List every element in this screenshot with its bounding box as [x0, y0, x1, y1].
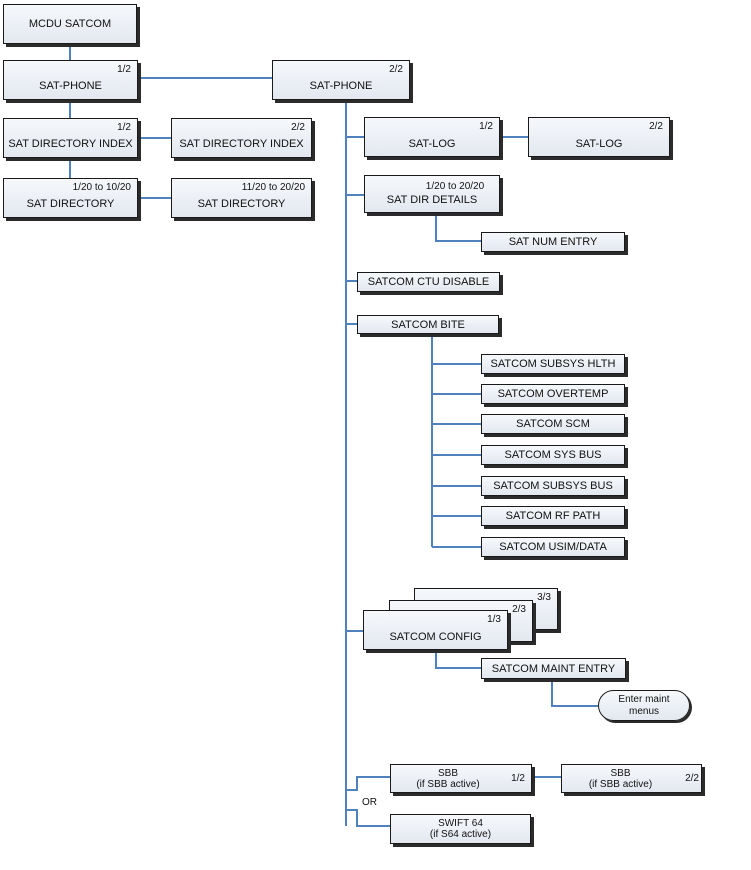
- satcom-bite-label: SATCOM BITE: [391, 318, 465, 331]
- connector-trunk-sbb: [346, 776, 390, 791]
- sat-log-2-label: SAT-LOG: [575, 138, 623, 150]
- sbb-2-page: 2/2: [685, 773, 699, 784]
- satcom-rf-path-box: SATCOM RF PATH: [481, 506, 625, 526]
- satcom-rf-path-label: SATCOM RF PATH: [505, 510, 601, 522]
- swift64-box: SWIFT 64 (if S64 active): [390, 814, 531, 844]
- sat-dir-index-2-box: 2/2 SAT DIRECTORY INDEX: [171, 118, 312, 158]
- sat-dir-index-1-box: 1/2 SAT DIRECTORY INDEX: [3, 118, 138, 158]
- sat-phone-2-label: SAT-PHONE: [309, 80, 373, 92]
- sat-directory-1-page: 1/20 to 10/20: [72, 182, 131, 193]
- sbb-1-box: 1/2 SBB (if SBB active): [390, 764, 532, 793]
- sat-phone-1-box: 1/2 SAT-PHONE: [3, 60, 138, 100]
- sat-phone-2-page: 2/2: [389, 64, 403, 75]
- sat-phone-2-box: 2/2 SAT-PHONE: [272, 60, 410, 100]
- sat-directory-2-label: SAT DIRECTORY: [197, 198, 286, 210]
- satcom-bite-box: SATCOM BITE: [357, 315, 499, 334]
- satcom-overtemp-box: SATCOM OVERTEMP: [481, 384, 625, 404]
- sbb-1-page: 1/2: [511, 773, 525, 784]
- satcom-scm-box: SATCOM SCM: [481, 414, 625, 434]
- satcom-subsys-hlth-box: SATCOM SUBSYS HLTH: [481, 354, 625, 374]
- enter-maint-menus-pill: Enter maint menus: [598, 690, 690, 721]
- satcom-usim-data-box: SATCOM USIM/DATA: [481, 537, 625, 557]
- swift64-line2: (if S64 active): [429, 829, 492, 840]
- sat-dir-details-label: SAT DIR DETAILS: [386, 194, 478, 206]
- satcom-ctu-disable-box: SATCOM CTU DISABLE: [357, 272, 500, 292]
- satcom-config-1-page: 1/3: [487, 614, 501, 625]
- satcom-subsys-bus-label: SATCOM SUBSYS BUS: [493, 480, 613, 492]
- connector-maintentry-entermaint: [551, 679, 598, 707]
- or-label: OR: [362, 797, 377, 808]
- satcom-subsys-bus-box: SATCOM SUBSYS BUS: [481, 476, 625, 496]
- sat-num-entry-box: SAT NUM ENTRY: [481, 232, 625, 252]
- sbb-2-line1: SBB: [610, 767, 631, 779]
- sbb-1-line2: (if SBB active): [416, 778, 480, 790]
- sat-directory-2-page: 11/20 to 20/20: [241, 182, 305, 193]
- sat-phone-1-label: SAT-PHONE: [39, 80, 102, 92]
- satcom-overtemp-label: SATCOM OVERTEMP: [497, 388, 609, 400]
- satcom-scm-label: SATCOM SCM: [516, 418, 590, 430]
- sat-directory-1-label: SAT DIRECTORY: [26, 198, 115, 210]
- satcom-ctu-disable-label: SATCOM CTU DISABLE: [367, 276, 490, 288]
- satcom-config-2-page: 2/3: [512, 604, 526, 615]
- enter-maint-menus-line2: menus: [628, 706, 659, 717]
- sat-dir-index-1-label: SAT DIRECTORY INDEX: [8, 138, 133, 150]
- satcom-maint-entry-label: SATCOM MAINT ENTRY: [491, 662, 616, 675]
- sat-num-entry-label: SAT NUM ENTRY: [508, 236, 598, 248]
- sat-directory-1-box: 1/20 to 10/20 SAT DIRECTORY: [3, 178, 138, 218]
- sat-dir-index-2-label: SAT DIRECTORY INDEX: [179, 138, 304, 150]
- satcom-sys-bus-box: SATCOM SYS BUS: [481, 445, 625, 465]
- sat-dir-details-box: 1/20 to 20/20 SAT DIR DETAILS: [364, 175, 500, 213]
- sat-dir-details-page: 1/20 to 20/20: [425, 181, 485, 192]
- sat-log-1-box: 1/2 SAT-LOG: [364, 117, 500, 157]
- swift64-line1: SWIFT 64: [438, 818, 483, 829]
- satcom-config-1-label: SATCOM CONFIG: [389, 631, 482, 643]
- sat-log-2-page: 2/2: [649, 121, 663, 132]
- satcom-config-3-page: 3/3: [537, 592, 551, 603]
- satcom-config-1-box: 1/3 SATCOM CONFIG: [363, 610, 508, 650]
- satcom-subsys-hlth-label: SATCOM SUBSYS HLTH: [490, 358, 616, 370]
- connector-config-maintentry: [435, 650, 481, 669]
- sat-directory-2-box: 11/20 to 20/20 SAT DIRECTORY: [171, 178, 312, 218]
- connector-trunk-swift64: [346, 809, 390, 827]
- enter-maint-menus-line1: Enter maint: [618, 694, 670, 705]
- satcom-maint-entry-box: SATCOM MAINT ENTRY: [481, 658, 626, 679]
- mcdu-satcom-label: MCDU SATCOM: [28, 18, 112, 30]
- sat-log-1-page: 1/2: [479, 121, 493, 132]
- sbb-2-box: 2/2 SBB (if SBB active): [561, 764, 702, 793]
- mcdu-satcom-box: MCDU SATCOM: [3, 4, 137, 44]
- sat-dir-index-2-page: 2/2: [291, 122, 305, 133]
- sat-phone-1-page: 1/2: [117, 64, 131, 75]
- satcom-usim-data-label: SATCOM USIM/DATA: [499, 541, 607, 553]
- sat-log-1-label: SAT-LOG: [408, 138, 456, 150]
- sbb-1-line1: SBB: [437, 767, 458, 779]
- satcom-sys-bus-label: SATCOM SYS BUS: [504, 449, 602, 461]
- sat-log-2-box: 2/2 SAT-LOG: [528, 117, 670, 157]
- sbb-2-line2: (if SBB active): [588, 778, 653, 790]
- connector-dirdetails-numentry: [435, 213, 481, 242]
- sat-dir-index-1-page: 1/2: [117, 122, 131, 133]
